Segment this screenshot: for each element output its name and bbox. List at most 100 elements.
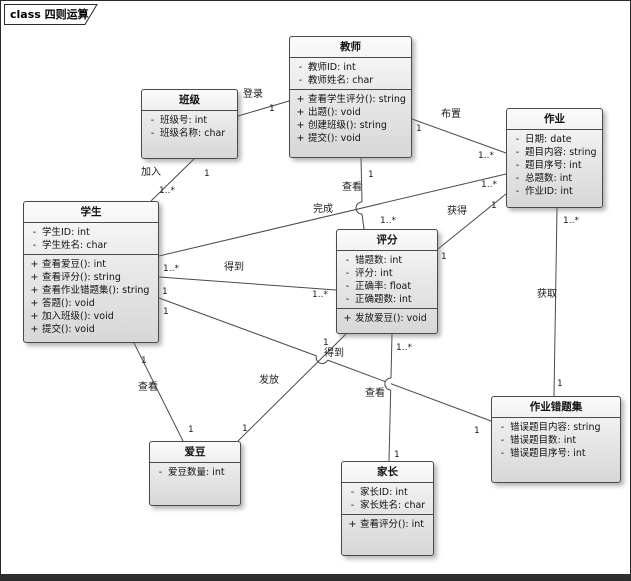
- attribute: -日期: date: [510, 133, 599, 146]
- method: +查看爱豆(): int: [27, 258, 155, 271]
- class-name: 作业: [544, 113, 565, 125]
- association-label: 查看: [365, 386, 385, 399]
- method: +答题(): void: [27, 297, 155, 310]
- multiplicity-label: 1: [474, 426, 480, 436]
- association-jiaoshi-pingfen[interactable]: [360, 157, 363, 203]
- visibility-sign: +: [348, 519, 357, 530]
- association-label: 发放: [259, 373, 279, 386]
- visibility-sign: +: [296, 94, 305, 105]
- visibility-sign: -: [158, 467, 163, 478]
- visibility-sign: -: [150, 115, 155, 126]
- association-xuesheng-aidou[interactable]: [133, 342, 184, 442]
- methods-compartment: +查看爱豆(): int +查看评分(): string +查看作业错题集():…: [24, 254, 158, 342]
- attributes-compartment: -家长ID: int -家长姓名: char: [342, 482, 433, 514]
- association-label: 获取: [537, 288, 557, 300]
- multiplicity-label: 1: [368, 170, 374, 180]
- association-pingfen-jiazhang[interactable]: [390, 333, 393, 379]
- visibility-sign: -: [350, 487, 355, 498]
- attribute-text: 作业ID: int: [525, 186, 573, 197]
- association-pingfen-jiazhang[interactable]: [388, 389, 392, 462]
- multiplicity-label: 1..*: [159, 186, 175, 196]
- attribute: -错题数: int: [340, 254, 434, 267]
- association-label: 得到: [324, 347, 344, 359]
- class-box-pingfen[interactable]: 评分 -错题数: int -评分: int -正确率: float -正确题数:…: [336, 229, 438, 334]
- association-banji-xuesheng[interactable]: [150, 158, 195, 202]
- association-jiaoshi-pingfen[interactable]: [361, 213, 365, 230]
- attribute-text: 日期: date: [525, 134, 572, 145]
- class-box-zuoye[interactable]: 作业 -日期: date -题目内容: string -题目序号: int -总…: [506, 108, 603, 208]
- class-box-jiaoshi[interactable]: 教师 -教师ID: int -教师姓名: char +查看学生评分(): str…: [289, 36, 412, 158]
- attribute: -学生ID: int: [27, 226, 155, 239]
- attribute-text: 总题数: int: [525, 173, 573, 184]
- line-jump: [355, 201, 363, 215]
- method-text: 查看评分(): int: [360, 519, 425, 530]
- attribute-text: 错误题目序号: int: [510, 448, 586, 459]
- attribute: -错误题目序号: int: [495, 447, 617, 460]
- attribute: -总题数: int: [510, 172, 599, 185]
- visibility-sign: +: [30, 259, 39, 270]
- attribute-text: 教师ID: int: [308, 62, 356, 73]
- multiplicity-label: 1..*: [481, 180, 497, 190]
- multiplicity-label: 1: [269, 104, 275, 114]
- visibility-sign: +: [343, 313, 352, 324]
- method-text: 发放爱豆(): void: [355, 313, 427, 324]
- association-label: 获得: [447, 205, 467, 217]
- visibility-sign: -: [515, 173, 520, 184]
- association-banji-jiaoshi[interactable]: [237, 100, 290, 117]
- class-box-aidou[interactable]: 爱豆 -爱豆数量: int: [149, 441, 241, 506]
- attribute-text: 家长姓名: char: [360, 500, 426, 511]
- attribute-text: 题目内容: string: [525, 147, 597, 158]
- attribute-text: 错题数: int: [355, 255, 403, 266]
- association-pingfen-zuoye[interactable]: [437, 193, 507, 250]
- association-zuoye-cuotiji[interactable]: [553, 207, 558, 397]
- visibility-sign: -: [515, 147, 520, 158]
- attributes-compartment: -错误题目内容: string -错误题目数: int -错误题目序号: int: [492, 417, 620, 482]
- methods-compartment: +查看评分(): int: [342, 514, 433, 555]
- method: +查看评分(): string: [27, 271, 155, 284]
- visibility-sign: +: [30, 298, 39, 309]
- attribute-text: 正确率: float: [355, 281, 412, 292]
- window-bottom-edge: [1, 574, 630, 580]
- class-box-jiazhang[interactable]: 家长 -家长ID: int -家长姓名: char +查看评分(): int: [341, 461, 434, 556]
- attribute-text: 错误题目内容: string: [510, 422, 601, 433]
- association-xuesheng-cuotiji[interactable]: [327, 359, 492, 422]
- association-xuesheng-pingfen[interactable]: [158, 276, 337, 291]
- method: +提交(): void: [27, 323, 155, 336]
- method-text: 出题(): void: [308, 107, 361, 118]
- visibility-sign: -: [515, 160, 520, 171]
- method-text: 创建班级(): string: [308, 120, 387, 131]
- class-box-cuotiji[interactable]: 作业错题集 -错误题目内容: string -错误题目数: int -错误题目序…: [491, 396, 621, 483]
- association-label: 登录: [243, 87, 263, 100]
- multiplicity-label: 1..*: [563, 216, 579, 226]
- method: +加入班级(): void: [27, 310, 155, 323]
- association-xuesheng-zuoye[interactable]: [158, 173, 507, 257]
- attribute: -错误题目数: int: [495, 434, 617, 447]
- attribute: -评分: int: [340, 267, 434, 280]
- multiplicity-label: 1: [416, 124, 422, 134]
- association-pingfen-aidou[interactable]: [237, 333, 347, 442]
- visibility-sign: -: [345, 294, 350, 305]
- method-text: 查看评分(): string: [42, 272, 121, 283]
- class-name: 作业错题集: [529, 401, 583, 413]
- class-box-banji[interactable]: 班级 -班级号: int -班级名称: char: [141, 89, 238, 159]
- method: +创建班级(): string: [293, 119, 408, 132]
- method-text: 提交(): void: [308, 133, 361, 144]
- visibility-sign: -: [32, 240, 37, 251]
- multiplicity-label: 1..*: [478, 151, 494, 161]
- attribute-text: 错误题目数: int: [510, 435, 577, 446]
- association-label: 查看: [138, 380, 158, 393]
- attribute: -题目序号: int: [510, 159, 599, 172]
- attribute-text: 教师姓名: char: [308, 75, 374, 86]
- association-xuesheng-cuotiji[interactable]: [158, 297, 317, 357]
- association-jiaoshi-zuoye[interactable]: [411, 118, 507, 154]
- visibility-sign: -: [32, 227, 37, 238]
- method-text: 答题(): void: [42, 298, 95, 309]
- method: +发放爱豆(): void: [340, 312, 434, 325]
- class-box-xuesheng[interactable]: 学生 -学生ID: int -学生姓名: char +查看爱豆(): int +…: [23, 201, 159, 343]
- attribute-text: 学生姓名: char: [42, 240, 108, 251]
- visibility-sign: -: [500, 435, 505, 446]
- methods-compartment: +查看学生评分(): string +出题(): void +创建班级(): s…: [290, 89, 411, 157]
- multiplicity-label: 1: [141, 356, 147, 366]
- attribute: -正确题数: int: [340, 293, 434, 306]
